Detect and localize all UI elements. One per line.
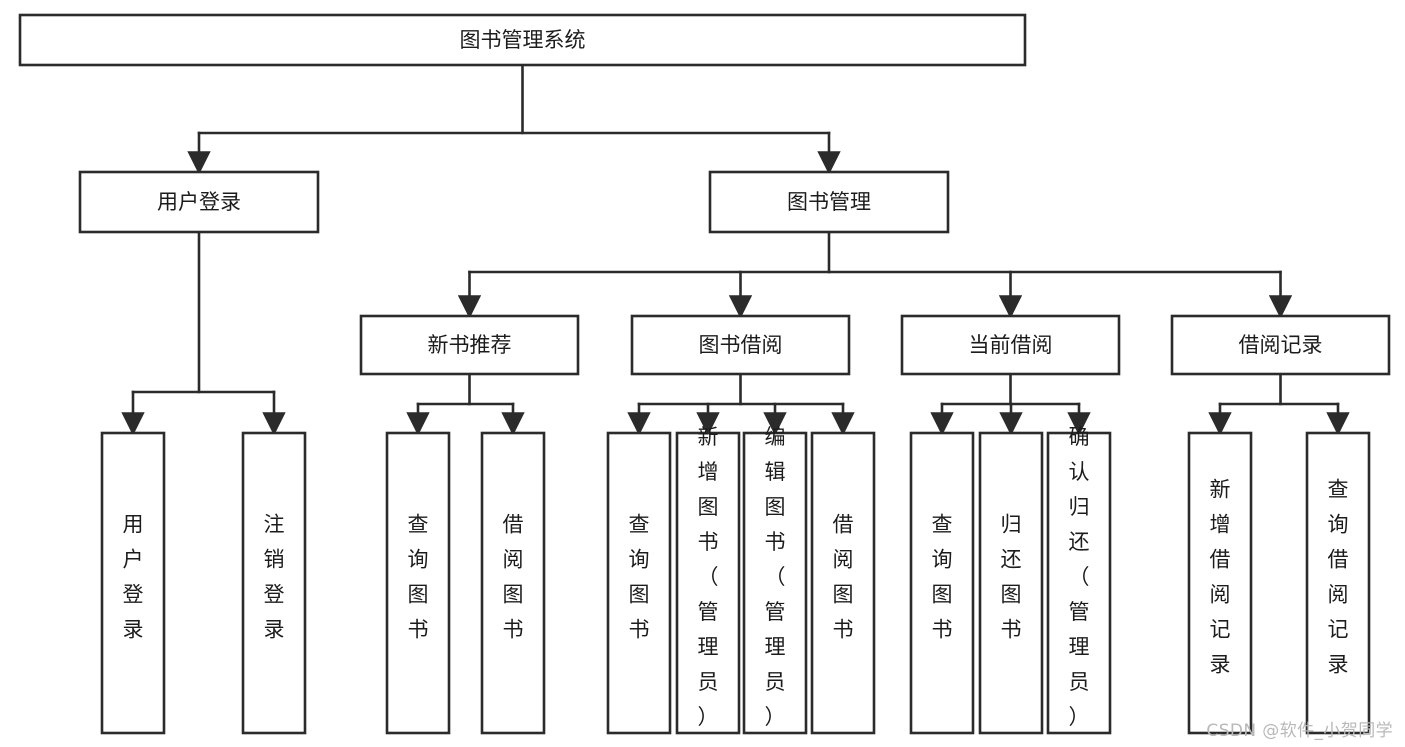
node-query-book-3[interactable]: 查询图书 xyxy=(909,431,975,735)
node-label-borrow-book-2: 借阅图书 xyxy=(833,513,854,642)
node-box-new-book-recommend xyxy=(359,314,580,376)
node-label-root: 图书管理系统 xyxy=(460,28,586,52)
node-label-query-book-1: 查询图书 xyxy=(408,513,429,642)
node-label-add-book-admin: 新增图书（管理员） xyxy=(698,425,719,729)
node-label-borrow-book-1: 借阅图书 xyxy=(503,513,524,642)
node-return-book[interactable]: 归还图书 xyxy=(978,431,1044,735)
nodes-layer: 图书管理系统用户登录图书管理新书推荐图书借阅当前借阅借阅记录用户登录注销登录查询… xyxy=(18,13,1391,735)
node-label-user-logout: 注销登录 xyxy=(264,513,285,642)
node-box-query-book-2 xyxy=(606,431,672,735)
node-label-new-book-recommend: 新书推荐 xyxy=(428,333,512,357)
node-box-borrow-book-1 xyxy=(480,431,546,735)
node-box-return-book xyxy=(978,431,1044,735)
node-current-borrow[interactable]: 当前借阅 xyxy=(900,314,1121,376)
node-book-borrow[interactable]: 图书借阅 xyxy=(630,314,851,376)
node-label-book-manage: 图书管理 xyxy=(787,190,871,214)
node-box-user-logout xyxy=(241,431,307,735)
node-add-book-admin[interactable]: 新增图书（管理员） xyxy=(675,425,741,735)
node-box-root xyxy=(18,13,1027,67)
node-user-logout[interactable]: 注销登录 xyxy=(241,431,307,735)
node-label-edit-book-admin: 编辑图书（管理员） xyxy=(765,425,786,729)
node-label-query-book-3: 查询图书 xyxy=(932,513,953,642)
node-label-current-borrow: 当前借阅 xyxy=(969,333,1053,357)
node-box-query-book-1 xyxy=(385,431,451,735)
node-label-query-book-2: 查询图书 xyxy=(629,513,650,642)
node-query-borrow-record[interactable]: 查询借阅记录 xyxy=(1305,431,1371,735)
node-label-user-login: 用户登录 xyxy=(157,190,241,214)
node-borrow-book-2[interactable]: 借阅图书 xyxy=(810,431,876,735)
node-label-add-borrow-record: 新增借阅记录 xyxy=(1210,478,1231,677)
node-box-current-borrow xyxy=(900,314,1121,376)
node-user-login[interactable]: 用户登录 xyxy=(78,170,320,234)
node-user-login-do[interactable]: 用户登录 xyxy=(100,431,166,735)
node-label-book-borrow: 图书借阅 xyxy=(699,333,783,357)
node-box-book-borrow xyxy=(630,314,851,376)
node-new-book-recommend[interactable]: 新书推荐 xyxy=(359,314,580,376)
node-edit-book-admin[interactable]: 编辑图书（管理员） xyxy=(742,425,808,735)
node-root[interactable]: 图书管理系统 xyxy=(18,13,1027,67)
node-label-query-borrow-record: 查询借阅记录 xyxy=(1328,478,1349,677)
node-box-edit-book-admin xyxy=(742,431,808,735)
node-label-confirm-return-admin: 确认归还（管理员） xyxy=(1069,425,1090,729)
watermark-text: CSDN @软件_小贺同学 xyxy=(1206,721,1393,741)
node-label-borrow-record: 借阅记录 xyxy=(1239,333,1323,357)
node-box-query-book-3 xyxy=(909,431,975,735)
node-box-borrow-book-2 xyxy=(810,431,876,735)
node-borrow-book-1[interactable]: 借阅图书 xyxy=(480,431,546,735)
node-box-query-borrow-record xyxy=(1305,431,1371,735)
node-box-add-borrow-record xyxy=(1187,431,1253,735)
node-box-borrow-record xyxy=(1170,314,1391,376)
node-query-book-1[interactable]: 查询图书 xyxy=(385,431,451,735)
node-box-user-login-do xyxy=(100,431,166,735)
node-label-user-login-do: 用户登录 xyxy=(123,513,144,642)
node-box-user-login xyxy=(78,170,320,234)
node-book-manage[interactable]: 图书管理 xyxy=(708,170,950,234)
node-add-borrow-record[interactable]: 新增借阅记录 xyxy=(1187,431,1253,735)
edges-layer xyxy=(121,63,1350,436)
node-borrow-record[interactable]: 借阅记录 xyxy=(1170,314,1391,376)
node-box-book-manage xyxy=(708,170,950,234)
node-query-book-2[interactable]: 查询图书 xyxy=(606,431,672,735)
node-box-confirm-return-admin xyxy=(1046,431,1112,735)
node-confirm-return-admin[interactable]: 确认归还（管理员） xyxy=(1046,425,1112,735)
node-box-add-book-admin xyxy=(675,431,741,735)
node-label-return-book: 归还图书 xyxy=(1001,513,1022,642)
